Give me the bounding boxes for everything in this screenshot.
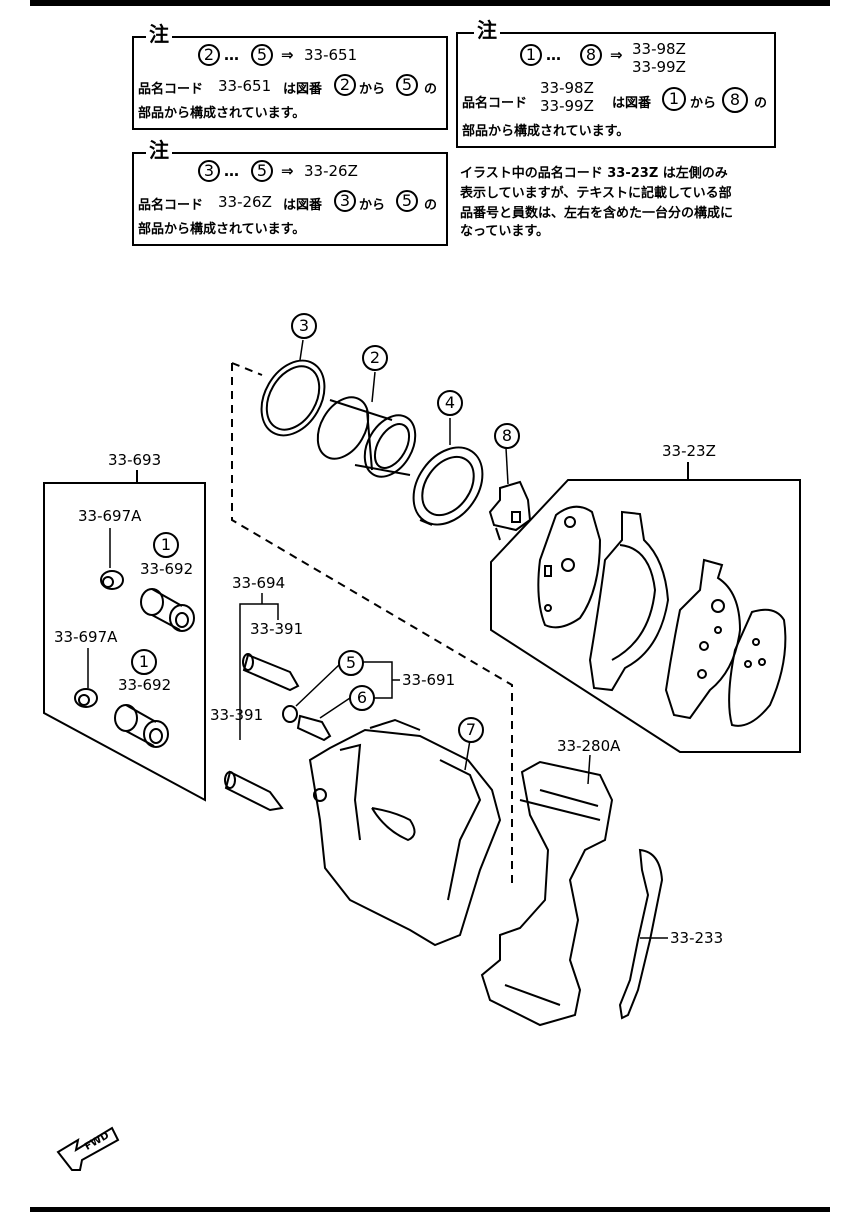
clip-8 bbox=[488, 480, 532, 541]
brake-pad-outer bbox=[728, 608, 787, 727]
callout-6: 6 bbox=[349, 685, 375, 711]
note2-range-end: 8 bbox=[580, 44, 602, 66]
guide-pin-33391-lower bbox=[224, 770, 284, 812]
illustration-note-line1: イラスト中の品名コード 33-23Z は左側のみ bbox=[460, 166, 728, 181]
note3-line2-a: 品名コード bbox=[138, 198, 204, 213]
note-tag-3: 注 bbox=[146, 140, 172, 160]
note1-line2-a: 品名コード bbox=[138, 82, 204, 97]
note-tag-2: 注 bbox=[474, 20, 500, 40]
label-33692-2: 33-692 bbox=[118, 676, 172, 694]
note1-range-sep: … bbox=[224, 46, 239, 64]
note2-range-sep: … bbox=[546, 46, 561, 64]
anti-rattle-spring-33233 bbox=[618, 848, 664, 1020]
top-rule bbox=[30, 0, 830, 6]
callout-8: 8 bbox=[494, 423, 520, 449]
note1-line2-code: 33-651 bbox=[218, 77, 272, 95]
note3-line2-to: 5 bbox=[396, 190, 418, 212]
callout-3: 3 bbox=[291, 313, 317, 339]
note-box-1 bbox=[132, 36, 448, 130]
note2-line2-code-a: 33-98Z bbox=[540, 79, 594, 97]
callout-2: 2 bbox=[362, 345, 388, 371]
bottom-rule bbox=[30, 1207, 830, 1212]
note-box-2 bbox=[456, 32, 776, 148]
note-box-3 bbox=[132, 152, 448, 246]
label-33694: 33-694 bbox=[232, 574, 286, 592]
caliper-bracket-33280a bbox=[480, 760, 614, 1027]
sleeve-33692-1 bbox=[140, 588, 195, 632]
note2-range-start: 1 bbox=[520, 44, 542, 66]
note2-line3: 部品から構成されています。 bbox=[462, 124, 630, 139]
note2-line2-from: 1 bbox=[662, 87, 686, 111]
note1-range-start: 2 bbox=[198, 44, 220, 66]
label-33233: 33-233 bbox=[670, 929, 724, 947]
callout-4: 4 bbox=[437, 390, 463, 416]
label-3323z: 33-23Z bbox=[662, 442, 716, 460]
pin-6 bbox=[296, 714, 332, 742]
note3-code: 33-26Z bbox=[304, 162, 358, 180]
note3-range-start: 3 bbox=[198, 160, 220, 182]
note1-line2-to: 5 bbox=[396, 74, 418, 96]
note2-line2-a: 品名コード bbox=[462, 96, 528, 111]
brake-pad-backing-inner bbox=[588, 510, 670, 692]
note1-range-end: 5 bbox=[251, 44, 273, 66]
bushing-33697a-2 bbox=[74, 688, 98, 708]
note3-arrow: ⇒ bbox=[281, 162, 294, 180]
brake-pad-inner bbox=[537, 505, 602, 629]
note1-line2-c: から bbox=[359, 82, 386, 97]
boot-5 bbox=[282, 705, 298, 723]
note2-line2-c: から bbox=[690, 96, 717, 111]
note2-code-a: 33-98Z bbox=[632, 40, 686, 58]
seal-ring-3 bbox=[260, 359, 326, 437]
note2-arrow: ⇒ bbox=[610, 46, 623, 64]
note2-line2-b: は図番 bbox=[612, 96, 652, 111]
label-33693: 33-693 bbox=[108, 451, 162, 469]
note3-line2-d: の bbox=[424, 198, 438, 213]
callout-1b: 1 bbox=[131, 649, 157, 675]
callout-7: 7 bbox=[458, 717, 484, 743]
note1-code: 33-651 bbox=[304, 46, 358, 64]
note1-line2-from: 2 bbox=[334, 74, 356, 96]
illustration-note-line2: 表示していますが、テキストに記載している部 bbox=[460, 186, 732, 201]
note2-code-b: 33-99Z bbox=[632, 58, 686, 76]
note3-line2-b: は図番 bbox=[283, 198, 323, 213]
kit-33693-outline bbox=[43, 482, 206, 802]
note1-line3: 部品から構成されています。 bbox=[138, 106, 306, 121]
callout-1a: 1 bbox=[153, 532, 179, 558]
note2-line2-d: の bbox=[754, 96, 768, 111]
sleeve-33692-2 bbox=[114, 704, 169, 748]
label-33391-2: 33-391 bbox=[210, 706, 264, 724]
note-tag-1: 注 bbox=[146, 24, 172, 44]
label-33391-1: 33-391 bbox=[250, 620, 304, 638]
label-33691: 33-691 bbox=[402, 671, 456, 689]
note1-line2-b: は図番 bbox=[283, 82, 323, 97]
brake-pad-backing-outer bbox=[664, 558, 742, 720]
piston-2 bbox=[316, 396, 417, 478]
illustration-note-line3: 品番号と員数は、左右を含めた一台分の構成に bbox=[460, 206, 734, 221]
dust-boot-4 bbox=[412, 446, 484, 526]
bushing-33697a-1 bbox=[100, 570, 124, 590]
note3-range-sep: … bbox=[224, 162, 239, 180]
note3-range-end: 5 bbox=[251, 160, 273, 182]
note1-arrow: ⇒ bbox=[281, 46, 294, 64]
note3-line3: 部品から構成されています。 bbox=[138, 222, 306, 237]
label-33280a: 33-280A bbox=[557, 737, 621, 755]
note1-line2-d: の bbox=[424, 82, 438, 97]
callout-5: 5 bbox=[338, 650, 364, 676]
illustration-note-line4: なっています。 bbox=[460, 224, 550, 239]
fwd-arrow-icon bbox=[56, 1126, 120, 1171]
kit-3323z-outline bbox=[490, 479, 801, 753]
caliper-body-7 bbox=[308, 718, 502, 947]
label-33697a-1: 33-697A bbox=[78, 507, 142, 525]
note3-line2-from: 3 bbox=[334, 190, 356, 212]
label-33692-1: 33-692 bbox=[140, 560, 194, 578]
note2-line2-code-b: 33-99Z bbox=[540, 97, 594, 115]
note3-line2-code: 33-26Z bbox=[218, 193, 272, 211]
guide-pin-33391-upper bbox=[242, 653, 300, 692]
note3-line2-c: から bbox=[359, 198, 386, 213]
label-33697a-2: 33-697A bbox=[54, 628, 118, 646]
note2-line2-to: 8 bbox=[722, 87, 748, 113]
